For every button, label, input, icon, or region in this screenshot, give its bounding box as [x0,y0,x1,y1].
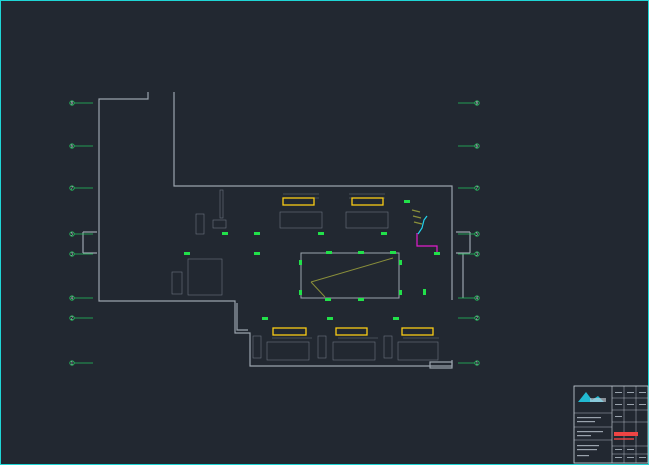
marker [318,232,324,235]
axis-label: 6 [71,144,74,149]
axis-label: 2 [71,316,74,321]
equipment-clusters [171,189,439,361]
marker [393,317,399,320]
equipment-bar [282,197,315,206]
marker [381,232,387,235]
axis-label: 4 [71,296,74,301]
title-red-stamp [614,432,638,436]
pipe-runs [411,209,438,252]
axis-label: 1 [476,361,479,366]
marker [184,252,190,255]
green-markers [184,200,440,320]
axis-label: 3 [476,252,479,257]
axis-label: 8 [71,101,74,106]
marker [327,317,333,320]
axis-label: 7 [71,186,74,191]
axis-label: 7 [476,186,479,191]
marker [262,317,268,320]
grid-axes-right [458,100,480,366]
title-text-lines [577,392,646,458]
equipment-bar [272,327,307,336]
marker [254,232,260,235]
marker [358,251,364,254]
equipment-bar [335,327,368,336]
marker [358,298,364,301]
axis-label: 6 [476,144,479,149]
axis-label: 3 [71,252,74,257]
marker [299,290,302,295]
title-red-stamp [614,438,634,440]
grid-labels-right: 8 6 7 5 3 4 2 1 [476,101,479,366]
grid-labels-left: 8 6 7 5 3 4 2 1 [71,101,74,366]
marker [222,232,228,235]
equipment-bar [351,197,384,206]
equipment-bar [401,327,434,336]
marker [423,289,426,295]
axis-label: 1 [71,361,74,366]
axis-label: 2 [476,316,479,321]
marker [325,298,331,301]
marker [404,200,410,203]
building-walls [82,92,471,369]
marker [399,260,402,265]
marker [434,252,440,255]
central-room [300,252,400,299]
axis-label: 5 [476,232,479,237]
grid-axes-left [69,100,93,366]
axis-label: 8 [476,101,479,106]
axis-label: 4 [476,296,479,301]
logo-icon [578,392,606,402]
axis-label: 5 [71,232,74,237]
marker [399,290,402,295]
yellow-equipment [272,197,434,336]
marker [390,251,396,254]
title-block [573,385,649,464]
marker [326,251,332,254]
marker [254,252,260,255]
marker [299,260,302,265]
